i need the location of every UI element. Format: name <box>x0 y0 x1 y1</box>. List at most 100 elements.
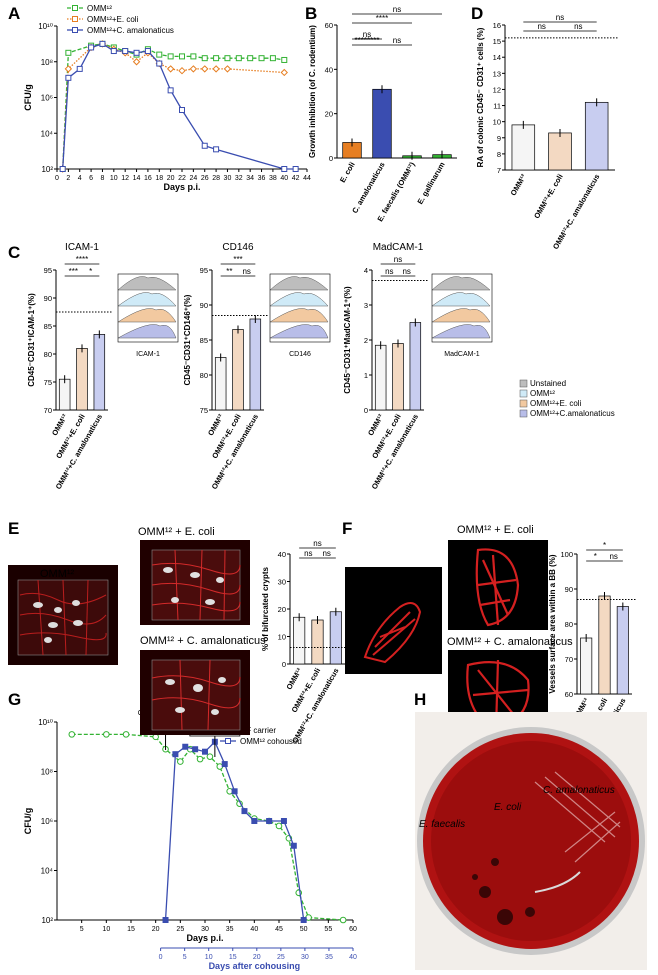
y-tick-label: 75 <box>44 378 52 387</box>
y-tick-label: 20 <box>325 110 333 119</box>
y-tick-label: 70 <box>565 655 573 664</box>
sig-label: ns <box>537 22 545 31</box>
y-tick-label: 16 <box>493 21 501 30</box>
x-tick-label: 10 <box>102 926 110 933</box>
legend-label: OMM¹²+C.amalonaticus <box>530 409 615 418</box>
sig-label: ns <box>242 267 250 276</box>
bar <box>232 329 244 411</box>
x-tick-label: 15 <box>127 926 135 933</box>
data-point <box>231 788 238 795</box>
sig-label: ns <box>393 5 401 14</box>
sig-label: ns <box>385 267 393 276</box>
micrograph-f-omm <box>345 567 442 674</box>
y-tick-label: 10⁶ <box>41 94 53 103</box>
x-tick-label: 35 <box>226 926 234 933</box>
y-tick-label: 85 <box>44 322 52 331</box>
data-point <box>182 743 189 750</box>
x-tick-label: 25 <box>176 926 184 933</box>
data-point <box>144 48 151 55</box>
y-axis-label: Growth inhibition (of C. rodentium) <box>308 25 317 158</box>
data-point <box>275 822 283 830</box>
data-point <box>166 65 175 73</box>
y-tick-label: 90 <box>200 301 208 310</box>
y-tick-label: 15 <box>493 37 501 46</box>
y-tick-label: 10⁸ <box>41 768 53 777</box>
data-point <box>213 146 220 153</box>
y-tick-label: 10⁴ <box>41 129 54 138</box>
legend-swatch <box>519 379 528 388</box>
panel-letter-g: G <box>8 690 22 709</box>
y-tick-label: 20 <box>278 605 286 614</box>
x-tick-label-2: 10 <box>205 954 213 961</box>
x-tick-label: 55 <box>324 926 332 933</box>
data-point <box>179 107 185 114</box>
histogram-frame <box>431 273 493 343</box>
data-point <box>202 748 208 755</box>
x-axis-label-2: Days after cohousing <box>209 961 301 971</box>
data-point <box>247 55 254 62</box>
legend-label: OMM¹²+E. coli <box>530 399 582 408</box>
micrograph-label-e-cama: OMM¹² + C. amalonaticus <box>140 635 266 647</box>
legend-label: OMM¹²+C. amalonaticus <box>87 26 174 35</box>
x-tick-label: 60 <box>349 926 357 933</box>
bar <box>580 637 593 695</box>
legend-marker <box>72 27 78 33</box>
x-tick-label: 18 <box>155 175 163 182</box>
y-tick-label: 90 <box>565 585 573 594</box>
micrograph-label-e-omm: OMM¹² <box>40 568 75 580</box>
legend-label: GF carrier <box>240 726 276 735</box>
crypt-network-image <box>151 659 241 731</box>
x-tick-label: 38 <box>269 175 277 182</box>
y-tick-label: 2 <box>364 336 368 345</box>
x-tick-label: OMM¹² <box>284 666 304 691</box>
x-tick-label: OMM¹² <box>509 172 529 197</box>
x-tick-label: 30 <box>201 926 209 933</box>
histogram <box>431 276 491 291</box>
sig-label: ns <box>393 36 401 45</box>
data-point <box>156 60 163 67</box>
data-point <box>122 48 129 55</box>
sig-label: ns <box>363 30 371 39</box>
x-tick-label-2: 25 <box>277 954 285 961</box>
x-tick-label: 14 <box>133 175 141 182</box>
x-tick-label: 34 <box>246 175 254 182</box>
histogram <box>269 276 329 291</box>
data-point <box>189 65 198 73</box>
panel-letter-c: C <box>8 243 21 262</box>
sig-label: *** <box>69 267 78 276</box>
y-tick-label: 0 <box>364 406 368 415</box>
sig-label: * <box>603 541 606 550</box>
data-point <box>178 66 186 75</box>
x-tick-label: 50 <box>300 926 308 933</box>
sig-label: ns <box>304 549 312 558</box>
data-point <box>221 761 228 768</box>
histogram <box>431 324 491 339</box>
data-point <box>201 142 208 149</box>
data-point <box>281 56 288 63</box>
x-tick-label-2: 40 <box>349 954 357 961</box>
y-tick-label: 10¹⁰ <box>38 718 53 727</box>
x-tick-label: 45 <box>275 926 283 933</box>
chart-title: ICAM-1 <box>65 242 99 253</box>
sig-label: ** <box>226 267 232 276</box>
vessel-network-image <box>363 602 422 664</box>
sig-label: ns <box>313 539 321 548</box>
data-point <box>196 755 204 763</box>
data-point <box>68 731 76 738</box>
bar <box>598 595 611 695</box>
data-point <box>206 753 214 760</box>
data-point <box>258 55 265 62</box>
bar <box>214 357 227 411</box>
data-point <box>213 55 220 62</box>
y-tick-label: 4 <box>364 266 368 275</box>
y-tick-label: 10² <box>41 165 53 174</box>
data-point <box>88 44 95 51</box>
y-axis-label: % of bifurcated crypts <box>261 566 270 651</box>
data-point <box>99 40 106 47</box>
micrograph-e-cama <box>140 650 250 735</box>
x-axis-label: Days p.i. <box>186 933 223 943</box>
legend-label: OMM¹² <box>87 4 112 13</box>
y-tick-label: 7 <box>497 166 501 175</box>
x-tick-label: 44 <box>303 175 311 182</box>
micrograph-e-ecoli <box>140 540 250 625</box>
